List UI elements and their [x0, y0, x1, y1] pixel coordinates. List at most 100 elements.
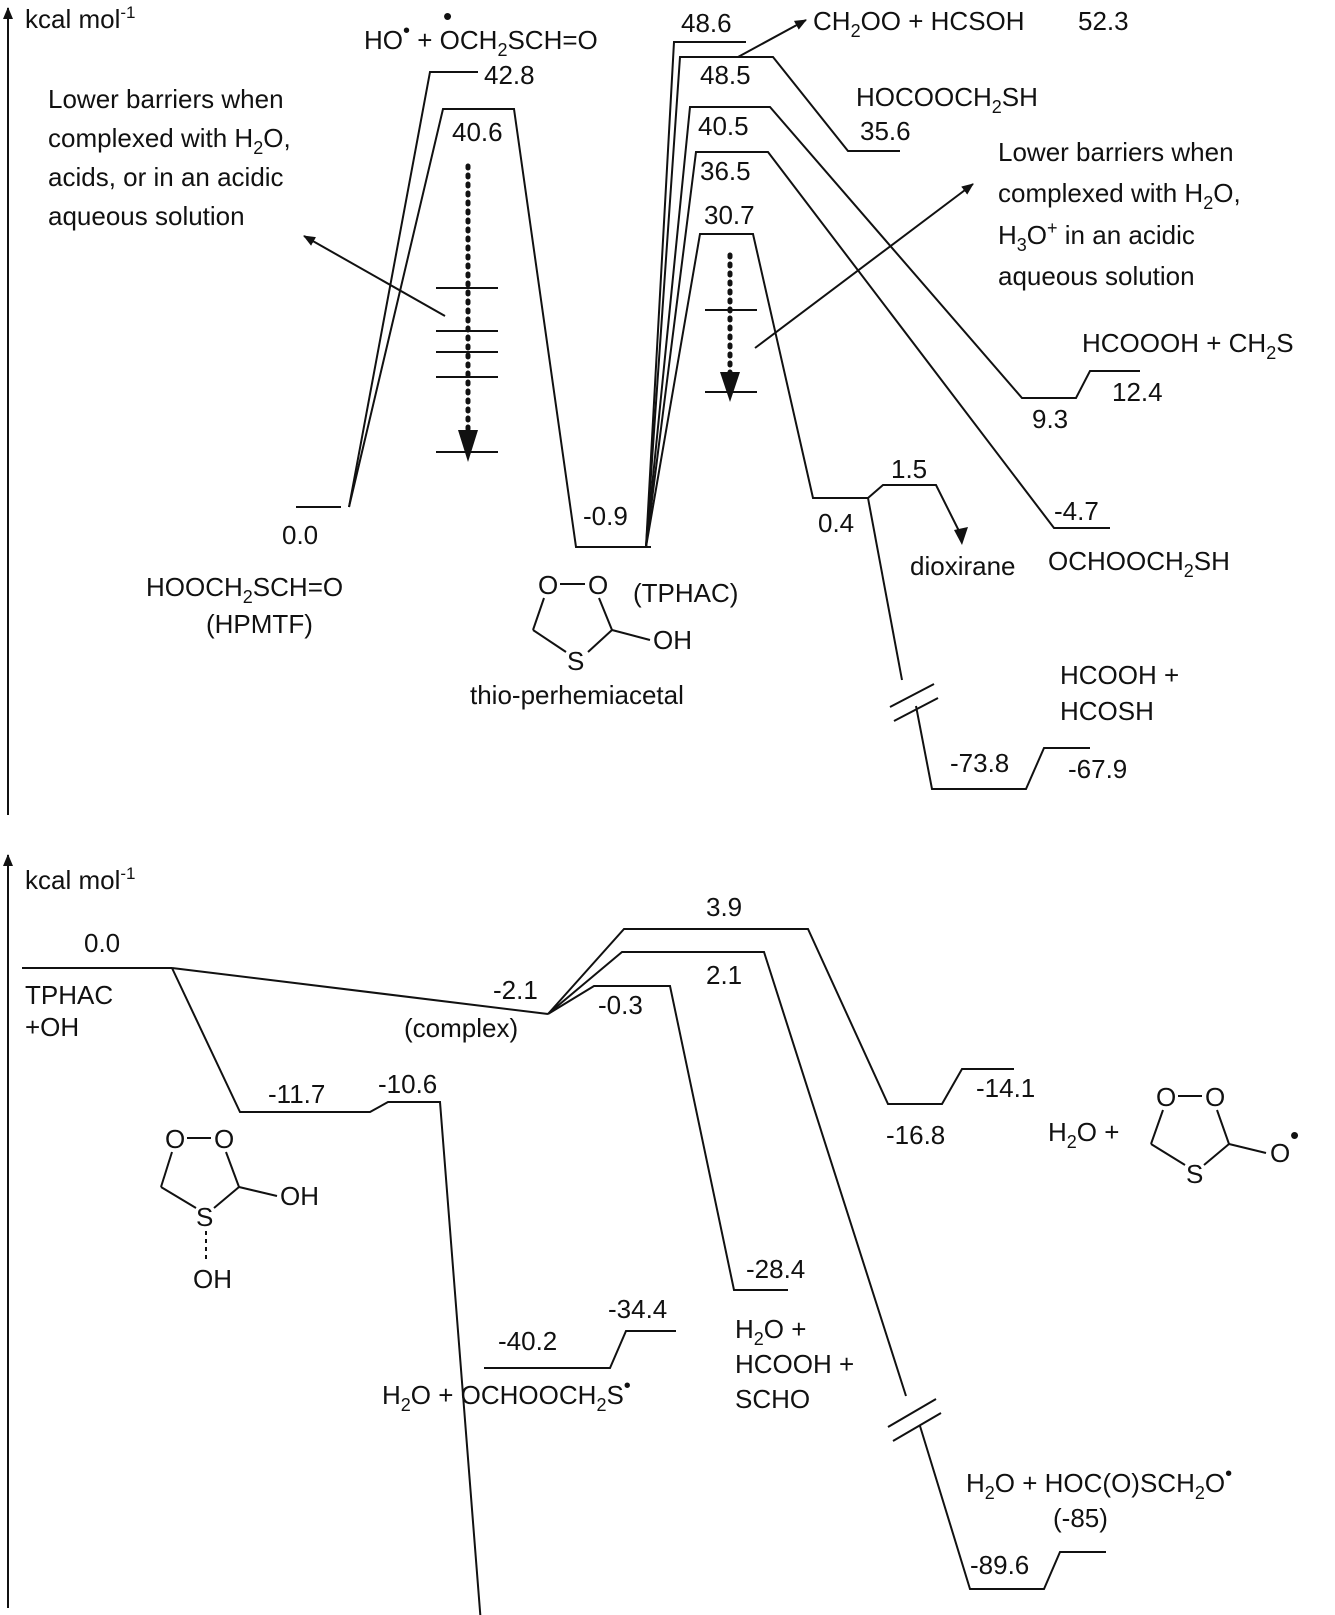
radical-dot-o: •	[443, 1, 452, 31]
arrow-dioxirane-head	[954, 527, 968, 545]
path-ts-0-3	[547, 985, 788, 1291]
abs-radical-dot: •	[1290, 1120, 1299, 1150]
adduct-atom-s: S	[196, 1202, 213, 1232]
path-add-product	[484, 1330, 676, 1369]
species-complex: (complex)	[404, 1013, 518, 1043]
note-left-line3: acids, or in an acidic	[48, 162, 284, 192]
path-ts-48-6	[645, 41, 746, 548]
energy-start: 0.0	[84, 928, 120, 958]
abs-bond-o2-c	[1216, 1109, 1230, 1145]
break-bottom-1	[887, 1398, 937, 1428]
species-hcooh-line1: HCOOH +	[1060, 660, 1179, 690]
species-hcoooh: HCOOOH + CH2S	[1082, 328, 1294, 363]
path-ts-42-8	[348, 71, 478, 508]
energy-hcooh: -67.9	[1068, 754, 1127, 784]
ring-bond-c-s	[532, 629, 567, 653]
energy-scho: -28.4	[746, 1254, 805, 1284]
abs-atom-o1: O	[1156, 1082, 1176, 1112]
adduct-bond-c-s	[160, 1186, 197, 1209]
ring-bond-s-c	[587, 629, 613, 653]
adduct-structure: O O S OH OH	[160, 1124, 319, 1294]
ring-atom-s: S	[567, 646, 584, 676]
species-start-line1: TPHAC	[25, 980, 113, 1010]
path-ts-30-7	[645, 233, 961, 548]
energy-diox-int: 0.4	[818, 508, 854, 538]
path-deep	[919, 1425, 1106, 1590]
path-ts-3-9	[547, 928, 1014, 1105]
abs-structure: O O S O •	[1150, 1082, 1299, 1189]
path-ts-48-5	[645, 56, 900, 548]
adduct-atom-o1: O	[165, 1124, 185, 1154]
energy-hocooch2sh: 35.6	[860, 116, 911, 146]
adduct-bond-o1-c	[160, 1151, 173, 1188]
ring-bond-o2-c	[598, 597, 613, 631]
dotted-arrow-right-head	[720, 372, 740, 402]
energy-add-prod-int: -40.2	[498, 1326, 557, 1356]
tphac-structure: O O S OH	[532, 570, 692, 676]
note-right-line1: Lower barriers when	[998, 137, 1234, 167]
energy-och-int: -4.7	[1054, 496, 1099, 526]
species-ochooch2sh: OCHOOCH2SH	[1048, 546, 1230, 581]
ring-atom-o2: O	[588, 570, 608, 600]
path-to-complex	[171, 967, 549, 1015]
note-left-line2: complexed with H2O,	[48, 123, 291, 158]
note-right-line4: aqueous solution	[998, 261, 1195, 291]
path-ts-2-1	[547, 951, 907, 1397]
energy-hcoooh: 12.4	[1112, 377, 1163, 407]
species-dioxirane: dioxirane	[910, 551, 1016, 581]
abs-bond-o1-c	[1150, 1109, 1164, 1145]
species-hocooch2sh: HOCOOCH2SH	[856, 82, 1038, 117]
break-top-1	[889, 683, 935, 708]
species-ch2oo: CH2OO + HCSOH	[813, 6, 1025, 41]
energy-ts-2-1: 2.1	[706, 960, 742, 990]
species-h2o-och: H2O + OCHOOCH2S•	[382, 1375, 631, 1415]
species-scho-line1: H2O +	[735, 1314, 806, 1349]
energy-ch2oo: 52.3	[1078, 6, 1129, 36]
path-hcooh-deep	[867, 497, 903, 681]
energy-deep-paren: (-85)	[1053, 1503, 1108, 1533]
energy-add-int: -11.7	[268, 1079, 325, 1109]
bottom-panel: kcal mol-1 0.0 TPHAC +OH -11.7 -10.6 O O…	[2, 854, 1299, 1615]
abs-bond-c-s	[1150, 1143, 1186, 1166]
ring-bond-o1-c	[532, 597, 545, 631]
path-hcooh-deep-2	[915, 705, 1090, 790]
species-scho-line2: HCOOH +	[735, 1349, 854, 1379]
adduct-oh: OH	[280, 1181, 319, 1211]
species-tphac-abbr: (TPHAC)	[633, 578, 738, 608]
arrow-ch2oo	[737, 19, 807, 58]
adduct-s-oh: OH	[193, 1264, 232, 1294]
species-tphac-name: thio-perhemiacetal	[470, 680, 684, 710]
energy-ts-36-5: 36.5	[700, 156, 751, 186]
note-right-line2: complexed with H2O,	[998, 178, 1241, 213]
species-start-line2: +OH	[25, 1012, 79, 1042]
energy-hcoooh-int: 9.3	[1032, 404, 1068, 434]
ring-oh: OH	[653, 625, 692, 655]
energy-ts-48-6: 48.6	[681, 8, 732, 38]
abs-bond-s-c	[1203, 1143, 1230, 1166]
energy-add-ts: -10.6	[378, 1069, 437, 1099]
species-hpmtf-abbr: (HPMTF)	[206, 609, 313, 639]
adduct-bond-o2-c	[225, 1151, 240, 1188]
species-abs-prefix: H2O +	[1048, 1117, 1119, 1152]
energy-tphac: -0.9	[583, 501, 628, 531]
energy-ts-42-8: 42.8	[484, 60, 535, 90]
path-ts-40-6	[348, 108, 651, 548]
note-right-line3: H3O+ in an acidic	[998, 218, 1195, 255]
path-addition	[171, 967, 482, 1615]
abs-atom-o2: O	[1205, 1082, 1225, 1112]
energy-hcooh-int: -73.8	[950, 748, 1009, 778]
top-panel: kcal mol-1 0.0 HOOCH2SCH=O (HPMTF) 42.8 …	[2, 1, 1294, 815]
species-hcooh-line2: HCOSH	[1060, 696, 1154, 726]
energy-ts-40-5: 40.5	[698, 111, 749, 141]
species-radical-pair: HO• + OCH2SCH=O	[364, 20, 598, 60]
energy-complex: -2.1	[493, 975, 538, 1005]
note-left-line4: aqueous solution	[48, 201, 245, 231]
energy-ts-3-9: 3.9	[706, 892, 742, 922]
break-bottom-2	[892, 1412, 942, 1442]
energy-deep-int: -89.6	[970, 1550, 1029, 1580]
energy-ts-40-6: 40.6	[452, 117, 503, 147]
energy-hpmtf: 0.0	[282, 520, 318, 550]
abs-bond-c-o	[1228, 1143, 1267, 1154]
adduct-bond-s-c	[213, 1186, 240, 1209]
